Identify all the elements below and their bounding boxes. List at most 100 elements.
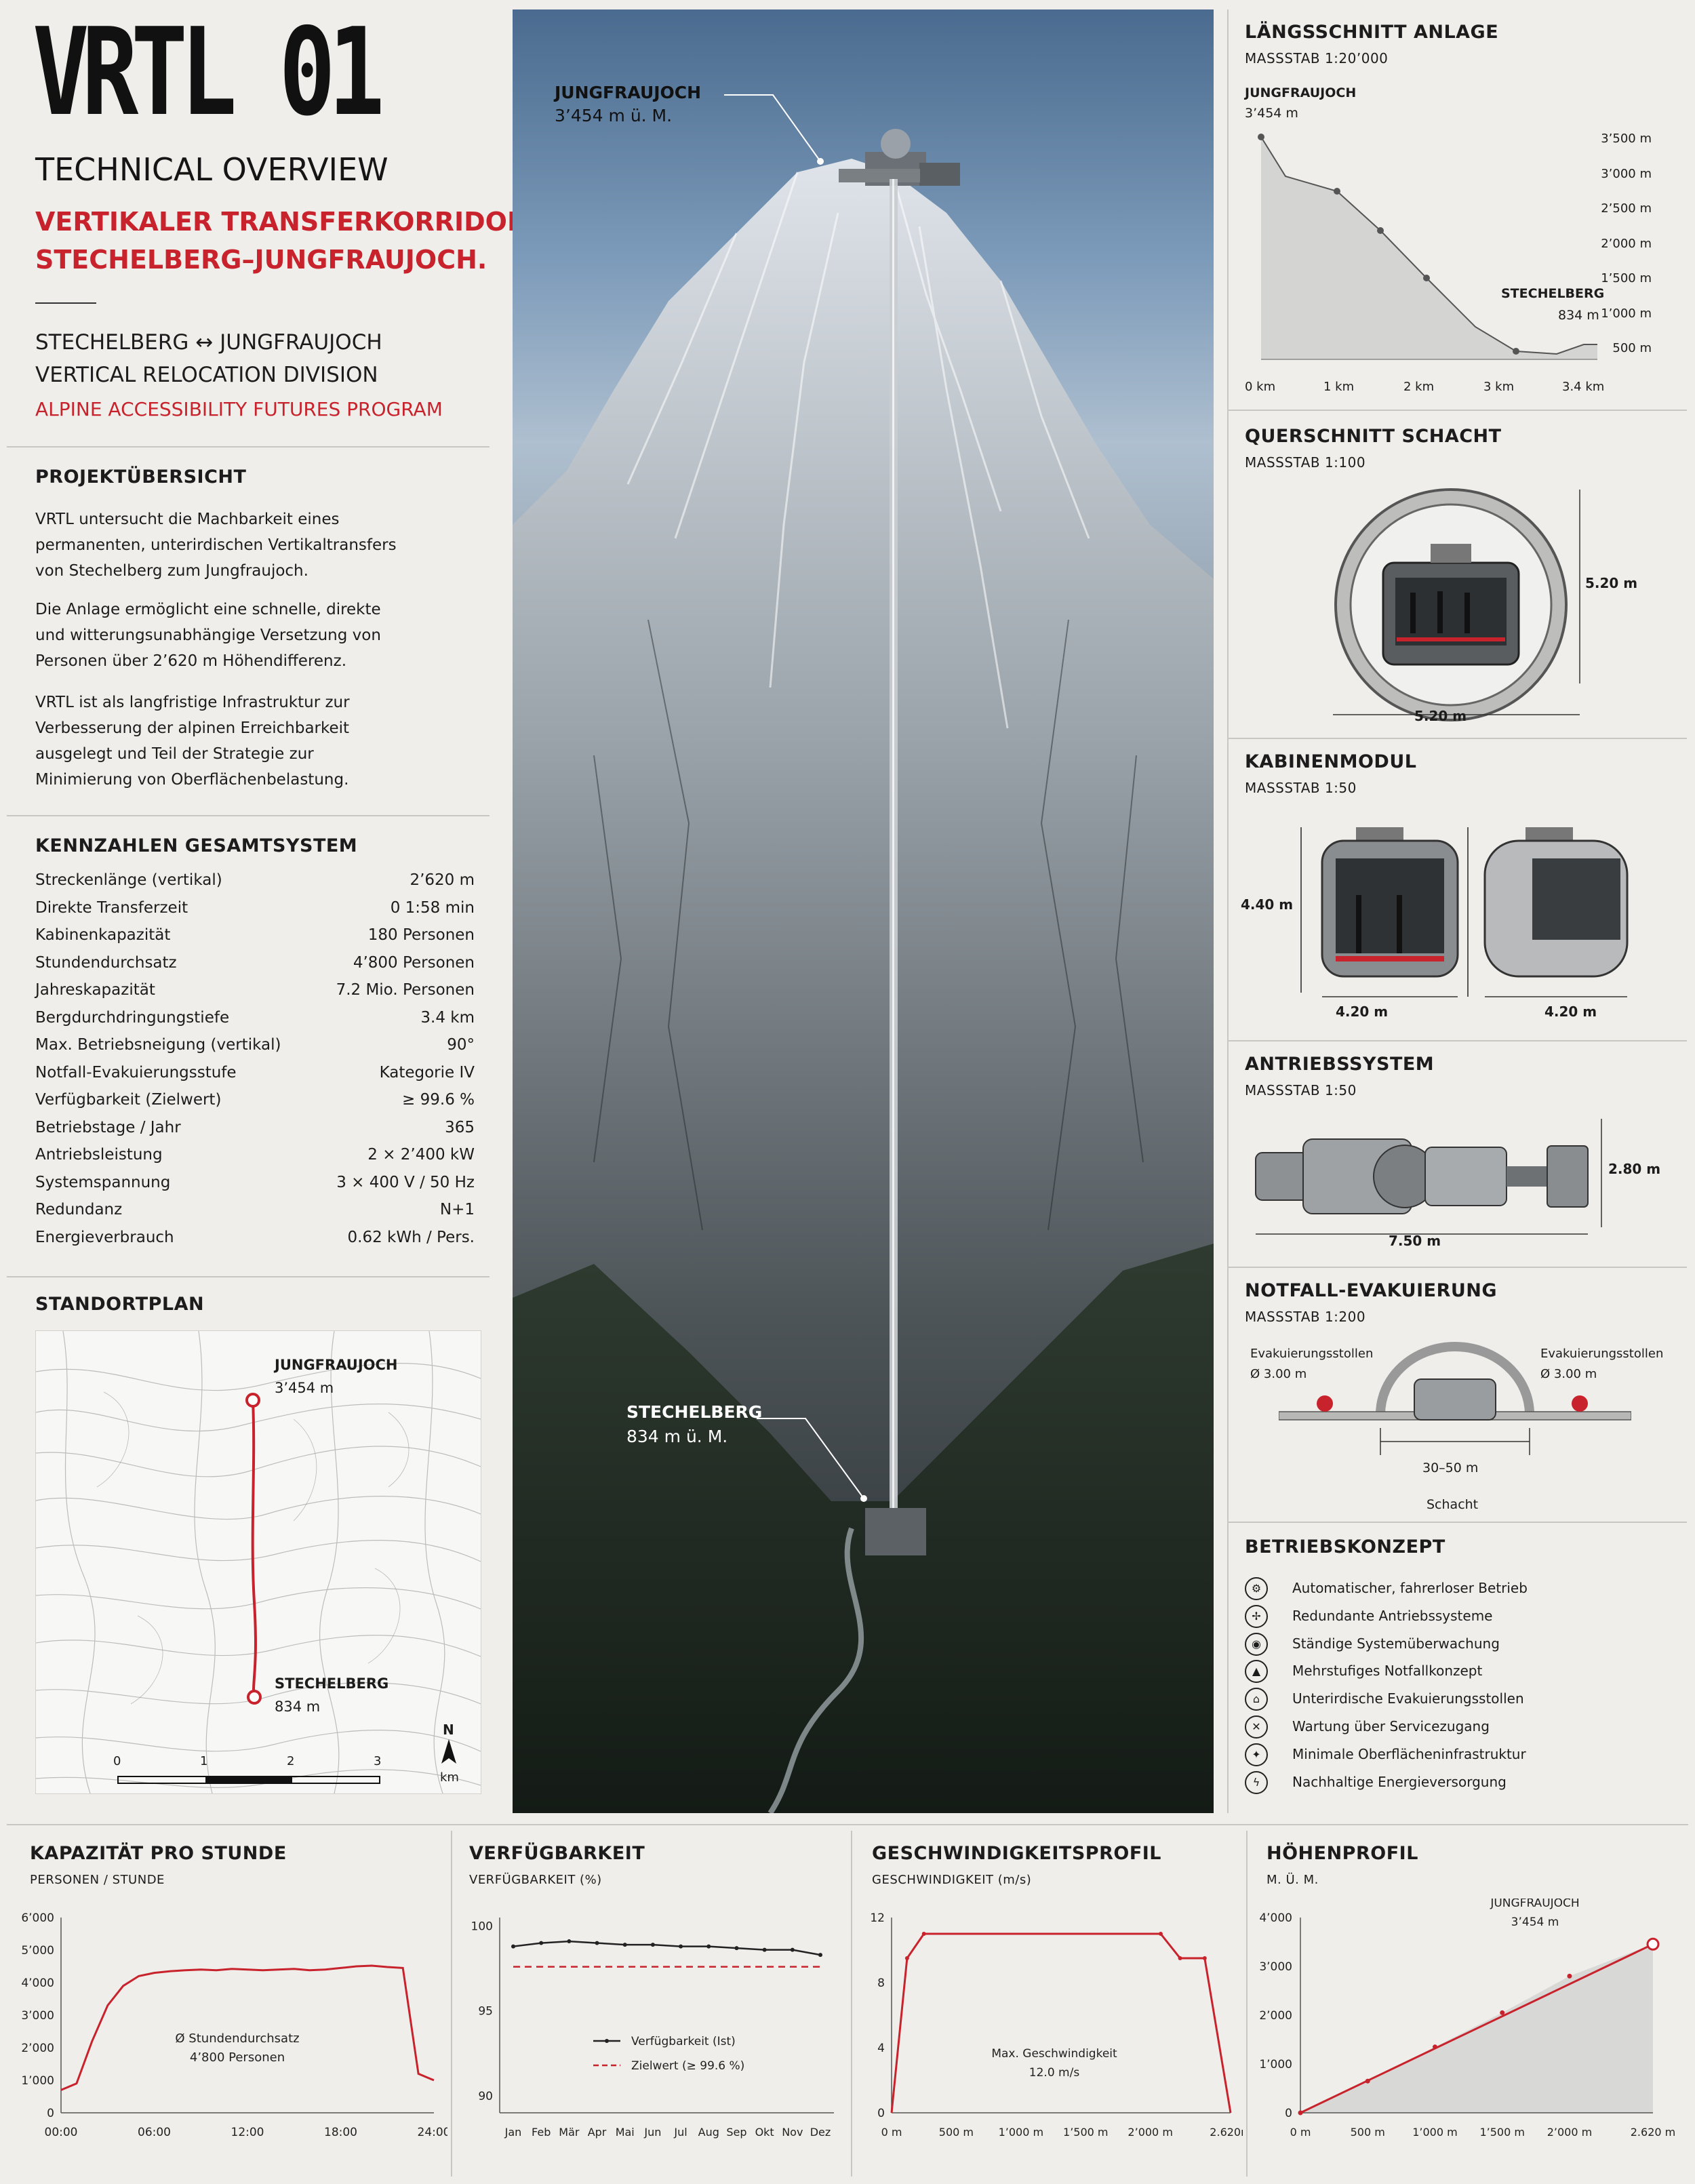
ges-chart-sub: GESCHWINDIGKEIT (m/s) xyxy=(872,1873,1032,1887)
cabin-height-dim: 4.40 m xyxy=(1241,896,1294,913)
map-label-bottom-name: STECHELBERG xyxy=(275,1675,389,1692)
betrieb-item-text: Ständige Systemüberwachung xyxy=(1292,1635,1500,1652)
laengs-y-tick: 2’500 m xyxy=(1601,201,1652,216)
kap-y-tick: 6’000 xyxy=(21,1911,54,1925)
ver-x-tick: Mai xyxy=(616,2126,635,2139)
chart-divider-1 xyxy=(451,1831,452,2177)
betrieb-item-text: Redundante Antriebssysteme xyxy=(1292,1607,1493,1624)
kennzahlen-value: Kategorie IV xyxy=(379,1063,475,1081)
divider-standort xyxy=(7,1276,490,1277)
scale-tick-1: 1 xyxy=(200,1754,208,1768)
hoe-x-tick: 1’000 m xyxy=(1412,2126,1457,2139)
divider-charts xyxy=(7,1824,1688,1825)
hoe-y-tick: 3’000 xyxy=(1259,1960,1292,1974)
notfall-title: NOTFALL-EVAKUIERUNG xyxy=(1245,1280,1498,1301)
kennzahlen-value: ≥ 99.6 % xyxy=(402,1091,475,1109)
kennzahlen-label: Redundanz xyxy=(35,1201,123,1218)
kennzahlen-label: Verfügbarkeit (Zielwert) xyxy=(35,1091,222,1109)
hoe-series-point xyxy=(1567,1973,1572,1979)
kennzahlen-value: 7.2 Mio. Personen xyxy=(336,981,475,999)
drive-system-drawing xyxy=(1255,1119,1602,1235)
hoe-chart-sub: M. Ü. M. xyxy=(1267,1873,1319,1887)
ges-series-point xyxy=(904,1956,909,1960)
laengs-y-tick: 2’000 m xyxy=(1601,236,1652,251)
kap-annotation-2: 4’800 Personen xyxy=(190,2050,285,2065)
hoe-y-tick: 0 xyxy=(1285,2107,1292,2120)
ges-x-tick: 2’000 m xyxy=(1128,2126,1172,2139)
kabine-title: KABINENMODUL xyxy=(1245,751,1417,772)
ges-x-tick: 1’000 m xyxy=(999,2126,1043,2139)
kennzahlen-row: Max. Betriebsneigung (vertikal)90° xyxy=(35,1036,475,1063)
map-label-top-alt: 3’454 m xyxy=(275,1380,334,1396)
ver-x-tick: Aug xyxy=(698,2126,719,2139)
main-title: VRTL 01 xyxy=(33,2,385,142)
ver-y-tick: 95 xyxy=(478,2005,493,2019)
ver-legend-target: Zielwert (≥ 99.6 %) xyxy=(631,2059,744,2073)
scale-bar xyxy=(117,1776,380,1784)
ver-actual-point xyxy=(818,1953,822,1958)
drive-width-dim: 7.50 m xyxy=(1389,1233,1441,1249)
ver-actual-point xyxy=(539,1941,544,1945)
laengs-x-tick: 3 km xyxy=(1483,380,1515,394)
kennzahlen-label: Streckenlänge (vertikal) xyxy=(35,871,222,889)
ver-actual-point xyxy=(650,1943,655,1947)
kennzahlen-value: 4’800 Personen xyxy=(353,953,475,972)
kennzahlen-row: Jahreskapazität 7.2 Mio. Personen xyxy=(35,981,475,1008)
hoe-x-tick: 1’500 m xyxy=(1479,2126,1524,2139)
notfall-span-dim: 30–50 m xyxy=(1422,1461,1479,1475)
betrieb-item-text: Automatischer, fahrerloser Betrieb xyxy=(1292,1580,1528,1596)
ges-series-point xyxy=(1158,1932,1163,1936)
divider-projekt xyxy=(7,446,490,448)
hoe-y-tick: 1’000 xyxy=(1259,2058,1292,2071)
cabin-width-dim-1: 4.20 m xyxy=(1336,1004,1389,1020)
kap-y-tick: 1’000 xyxy=(21,2074,54,2088)
laengs-top-name: JUNGFRAUJOCH xyxy=(1245,85,1357,100)
map-label-top-name: JUNGFRAUJOCH xyxy=(275,1357,398,1373)
laengs-bottom-alt: 834 m xyxy=(1558,308,1599,323)
chart-divider-2 xyxy=(851,1831,852,2177)
shaft-dimension-lines xyxy=(1333,490,1580,715)
kennzahlen-label: Jahreskapazität xyxy=(35,981,155,999)
ver-legend-marker xyxy=(605,2039,609,2043)
map-label-bottom-alt: 834 m xyxy=(275,1699,321,1715)
scale-tick-3: 3 xyxy=(374,1754,382,1768)
ver-y-tick: 90 xyxy=(478,2090,493,2103)
betrieb-item-text: Unterirdische Evakuierungsstollen xyxy=(1292,1690,1524,1707)
shaft-cross-section xyxy=(1334,488,1568,721)
laengs-y-tick: 1’500 m xyxy=(1601,271,1652,285)
betrieb-item-icon: ▲ xyxy=(1245,1660,1268,1684)
notfall-scale: MASSSTAB 1:200 xyxy=(1245,1309,1366,1325)
kennzahlen-row: Streckenlänge (vertikal)2’620 m xyxy=(35,871,475,898)
scale-tick-0: 0 xyxy=(113,1754,121,1768)
ver-x-tick: Okt xyxy=(755,2126,774,2139)
notfall-right-label: Evakuierungsstollen xyxy=(1540,1347,1664,1361)
kap-y-tick: 0 xyxy=(47,2107,54,2120)
ver-actual-point xyxy=(567,1939,572,1944)
ges-x-tick: 0 m xyxy=(881,2126,902,2139)
ges-series-line xyxy=(890,1932,1232,2113)
ver-x-tick: Feb xyxy=(532,2126,551,2139)
drive-height-dim: 2.80 m xyxy=(1608,1161,1661,1177)
ver-y-tick: 100 xyxy=(471,1920,493,1934)
ges-series-point xyxy=(1178,1956,1182,1960)
kap-y-tick: 5’000 xyxy=(21,1944,54,1958)
kennzahlen-title: KENNZAHLEN GESAMTSYSTEM xyxy=(35,835,358,856)
hoe-annotation-2: 3’454 m xyxy=(1511,1915,1559,1929)
ver-x-tick: Apr xyxy=(588,2126,607,2139)
ver-actual-point xyxy=(734,1946,739,1951)
betrieb-item-icon: ◉ xyxy=(1245,1632,1268,1656)
ver-actual-point xyxy=(706,1944,711,1949)
laengsschnitt-profile xyxy=(1258,134,1597,360)
divider-antrieb xyxy=(1229,1040,1687,1041)
betrieb-item-text: Nachhaltige Energieversorgung xyxy=(1292,1773,1507,1790)
ver-x-tick: Sep xyxy=(726,2126,746,2139)
